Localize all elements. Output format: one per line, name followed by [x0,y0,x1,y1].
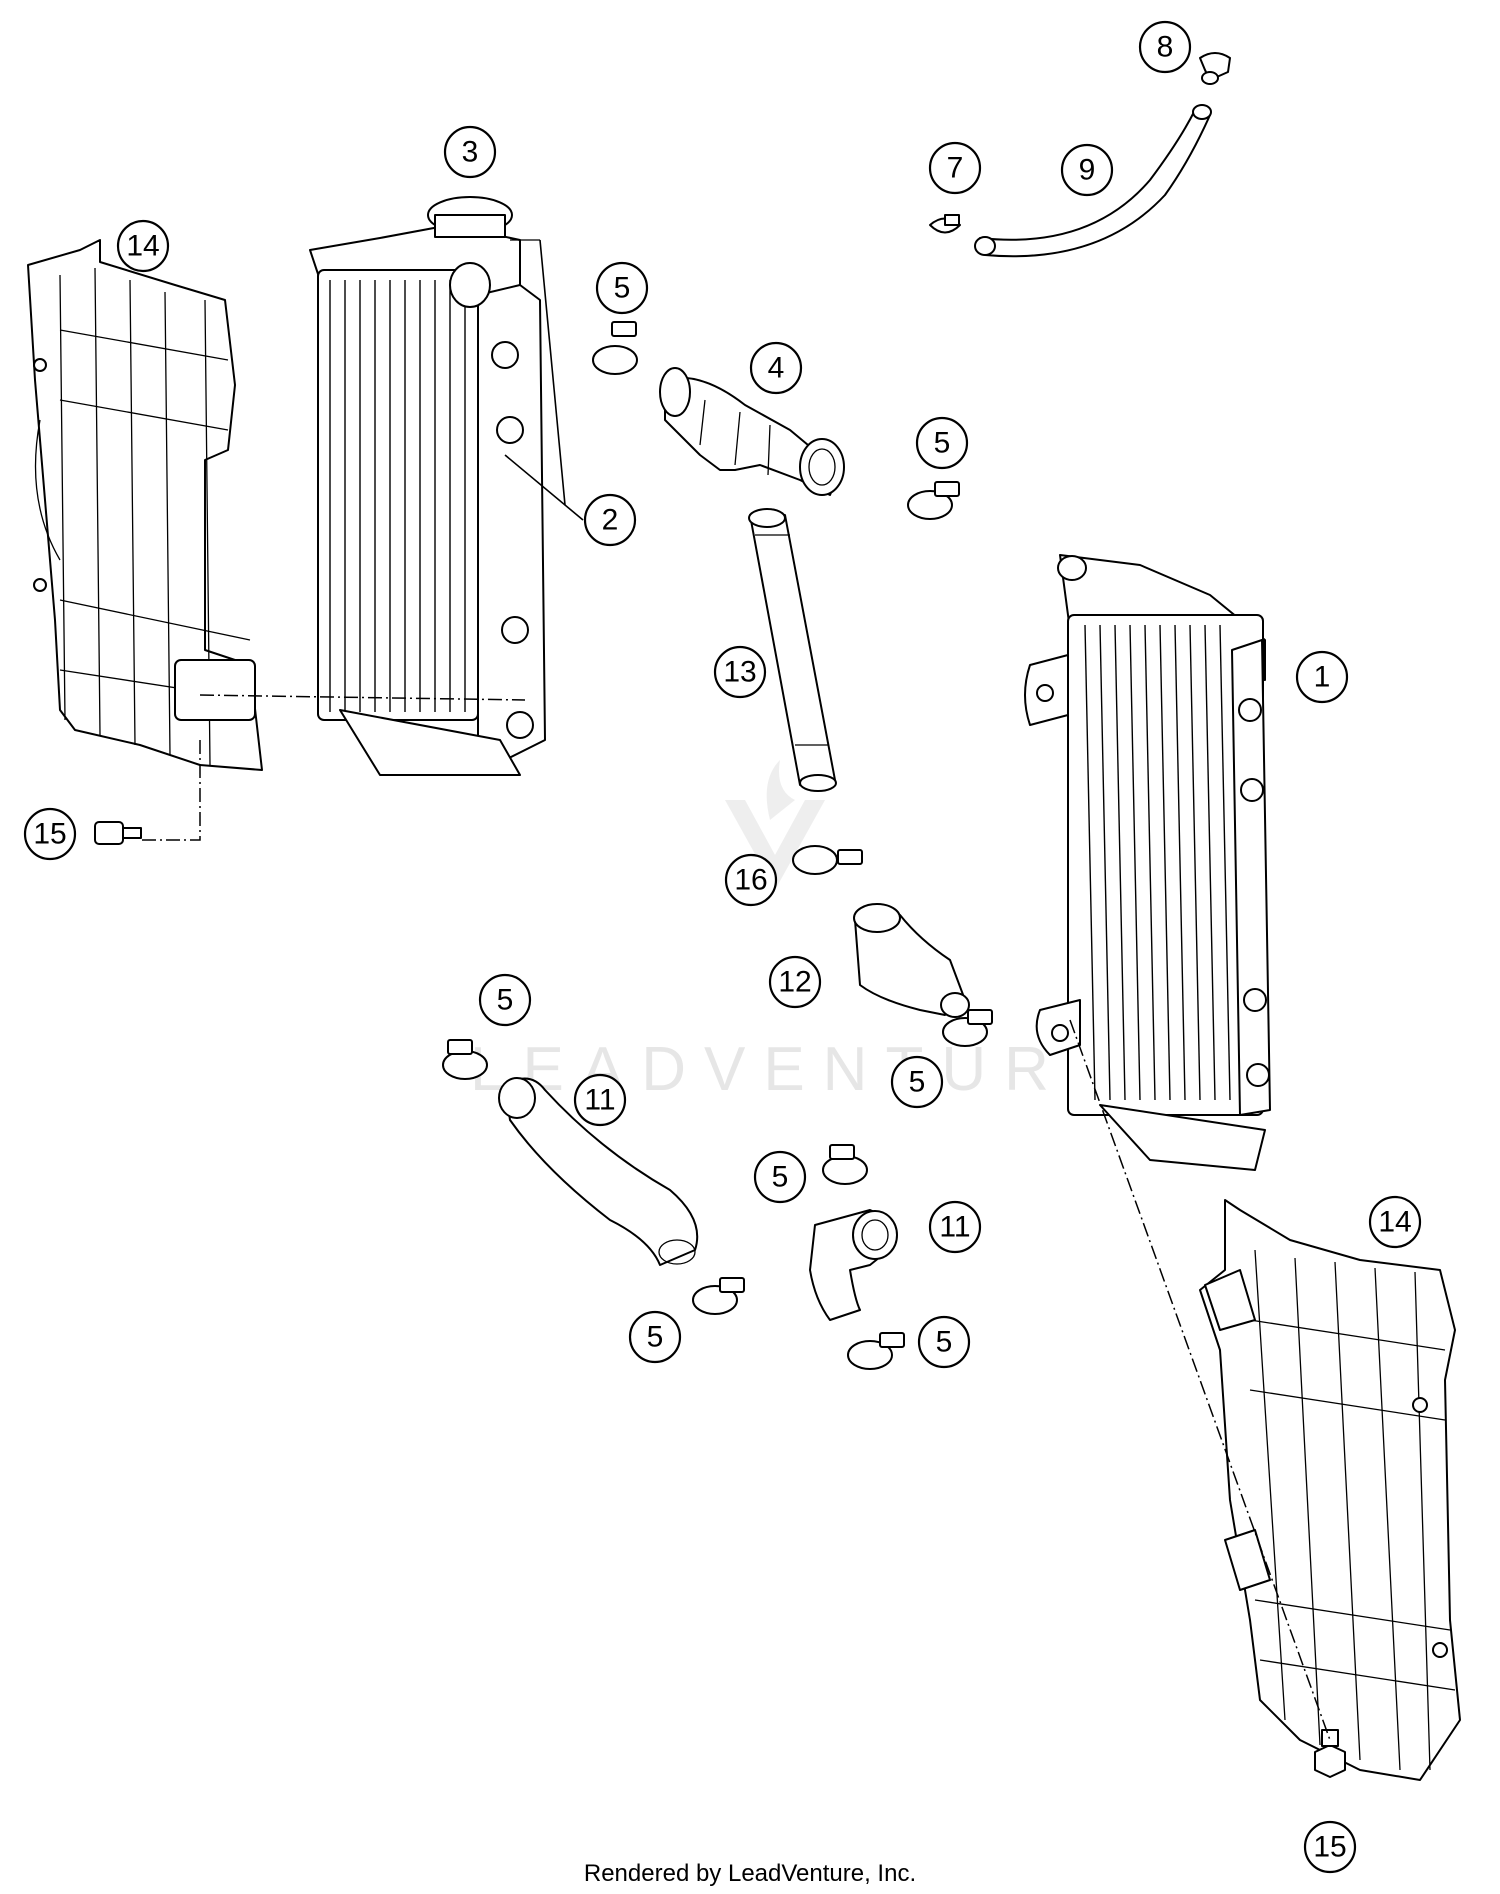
callout-label: 15 [33,818,66,851]
callout-label: 1 [1314,661,1331,694]
callout-5[interactable]: 5 [917,1315,971,1369]
hose-clamp-16 [792,845,863,875]
callout-label: 15 [1313,1831,1346,1864]
callout-4[interactable]: 4 [749,341,803,395]
small-clamp [929,214,961,234]
hose-clamp-e [822,1144,868,1185]
callout-label: 5 [909,1066,926,1099]
hose-upper-y [659,367,845,496]
callout-label: 14 [126,230,159,263]
callout-5[interactable]: 5 [753,1150,807,1204]
hose-clamp-d [942,1009,993,1047]
footer-credit: Rendered by LeadVenture, Inc. [583,1860,917,1887]
callout-14[interactable]: 14 [116,219,170,273]
hose-clamp-c [442,1039,488,1080]
callout-7[interactable]: 7 [928,141,982,195]
callout-12[interactable]: 12 [768,955,822,1009]
hose-clamp-b [907,481,960,520]
elbow-fitting [1199,52,1231,85]
hose-12 [853,903,970,1018]
bolt-left [94,821,142,845]
callout-label: 14 [1378,1206,1411,1239]
callout-label: 12 [778,966,811,999]
callout-label: 11 [584,1084,615,1117]
hose-11-left [498,1077,699,1266]
callout-5[interactable]: 5 [595,261,649,315]
callout-15[interactable]: 15 [23,807,77,861]
hose-clamp-g [847,1332,905,1370]
callout-label: 16 [734,864,767,897]
watermark-text: LEADVENTURE [470,1035,1126,1104]
callout-label: 5 [647,1321,664,1354]
hose-clamp-a [592,321,638,375]
callout-5[interactable]: 5 [628,1310,682,1364]
callout-11[interactable]: 11 [573,1073,627,1127]
hose-clamp-f [692,1277,745,1315]
watermark: LEADVENTURE [470,760,1126,1104]
callout-1[interactable]: 1 [1295,650,1349,704]
radiator-right [1024,554,1271,1171]
callout-11[interactable]: 11 [928,1200,982,1254]
radiator-guard-right [1199,1199,1461,1781]
callout-5[interactable]: 5 [915,416,969,470]
callout-label: 7 [947,152,964,185]
callout-label: 13 [723,656,756,689]
callout-14[interactable]: 14 [1368,1195,1422,1249]
callout-5[interactable]: 5 [478,973,532,1027]
callout-label: 5 [936,1326,953,1359]
callout-5[interactable]: 5 [890,1055,944,1109]
callout-16[interactable]: 16 [724,853,778,907]
callout-label: 9 [1079,154,1096,187]
callout-label: 5 [497,984,514,1017]
radiator-left [309,196,546,776]
callout-15[interactable]: 15 [1303,1820,1357,1874]
callout-label: 4 [768,352,785,385]
callouts: 1 2 3 4 5 5 5 5 5 5 5 5 7 8 9 11 11 12 1… [23,20,1422,1874]
callout-8[interactable]: 8 [1138,20,1192,74]
assembly-lines [142,239,1331,1741]
callout-label: 2 [602,504,619,537]
radiator-guard-left [27,239,263,771]
callout-label: 8 [1157,31,1174,64]
bolt-right [1314,1729,1346,1778]
callout-label: 5 [772,1161,789,1194]
callout-2[interactable]: 2 [583,493,637,547]
callout-13[interactable]: 13 [713,645,767,699]
callout-9[interactable]: 9 [1060,143,1114,197]
hose-11-right [809,1209,898,1321]
callout-3[interactable]: 3 [443,125,497,179]
callout-label: 5 [934,427,951,460]
pipe-vertical [748,508,837,792]
callout-label: 11 [939,1211,970,1244]
overflow-hose [974,104,1212,258]
callout-label: 5 [614,272,631,305]
callout-label: 3 [462,136,479,169]
